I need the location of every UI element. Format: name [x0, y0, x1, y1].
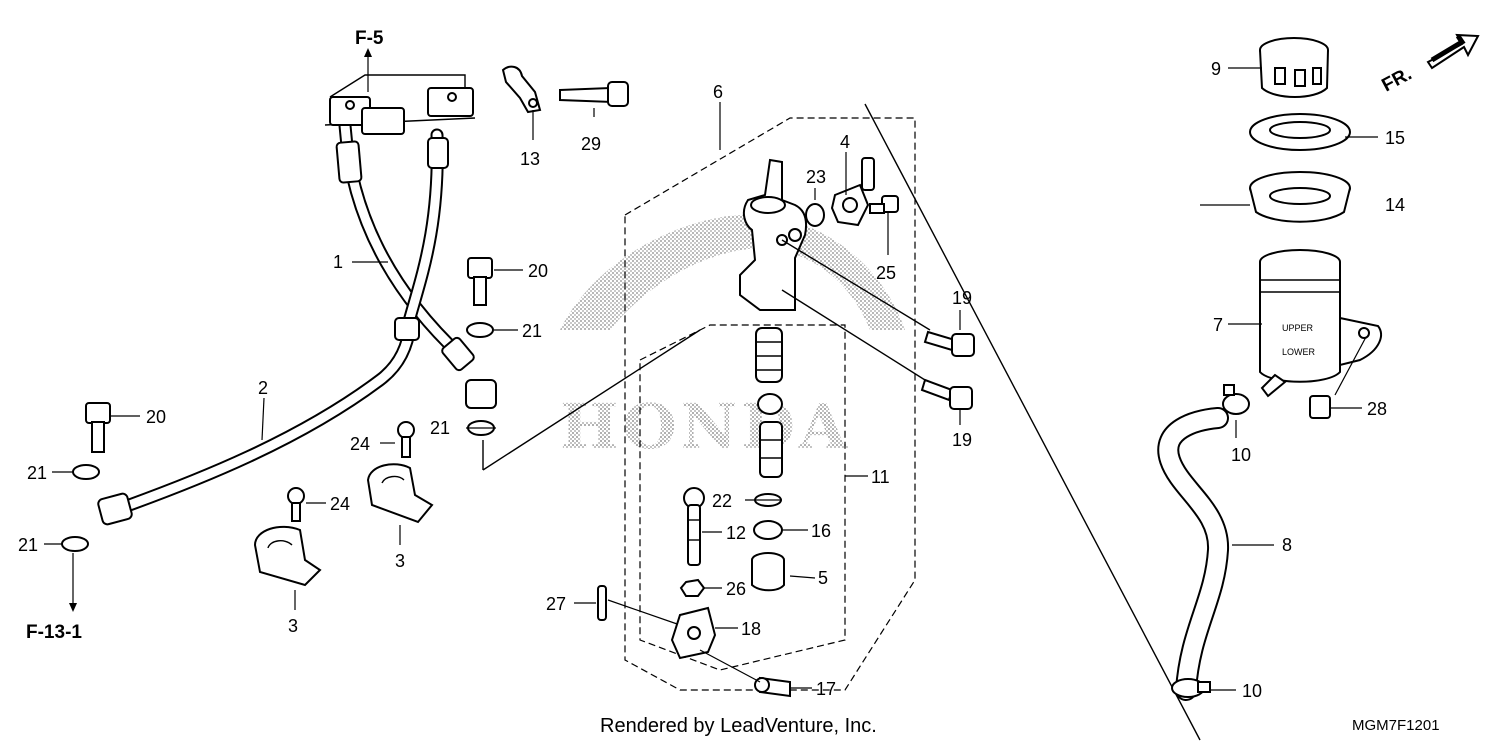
callout-11: 11: [871, 467, 890, 487]
reservoir-upper-mark: UPPER: [1282, 323, 1314, 333]
reservoir-lower-mark: LOWER: [1282, 347, 1316, 357]
callout-6: 6: [713, 82, 723, 102]
hose-clip-10-lower: [1171, 678, 1211, 698]
reference-bottom: F-13-1: [26, 622, 82, 643]
plate-15: [1249, 113, 1351, 151]
joint-18: [670, 606, 717, 660]
callout-19-upper: 19: [952, 288, 972, 308]
callout-14: 14: [1385, 195, 1405, 215]
callout-labels: 1 2 3 3 4 5 6 7 8 9 10 10 11 12 13 14 15…: [18, 59, 1405, 701]
nut-26: [679, 578, 706, 597]
cup: [757, 393, 783, 415]
master-cylinder-body: [739, 158, 808, 311]
brake-hose-1: [335, 118, 475, 372]
bolt-line-2: [781, 289, 926, 381]
bolt-19-lower: [920, 378, 973, 410]
callout-3-right: 3: [395, 551, 405, 571]
callout-21-d: 21: [18, 535, 38, 555]
reservoir-7: UPPER LOWER: [1259, 249, 1382, 398]
collar-5: [751, 552, 785, 592]
hose-clip-10-upper: [1222, 384, 1250, 415]
callout-17: 17: [816, 679, 836, 699]
hose-joint-line: [482, 329, 701, 471]
callout-21-a: 21: [522, 321, 542, 341]
callout-15: 15: [1385, 128, 1405, 148]
front-direction-label: FR.: [1378, 64, 1415, 97]
cotter-pin-27: [597, 585, 607, 621]
callout-18: 18: [741, 619, 761, 639]
reservoir-hose-8: [1157, 407, 1229, 701]
reference-top: F-5: [355, 28, 384, 49]
guide-bracket-13: [501, 65, 542, 114]
reservoir-cap-9: [1259, 37, 1329, 98]
callout-10-lower: 10: [1242, 681, 1262, 701]
callout-5: 5: [818, 568, 828, 588]
bolt-29: [559, 81, 629, 107]
master-cylinder-frame: [624, 117, 916, 691]
callout-10-upper: 10: [1231, 445, 1251, 465]
clamp-3-left: [253, 525, 322, 587]
spring: [755, 327, 783, 383]
watermark-text: HONDA: [560, 390, 851, 463]
callout-9: 9: [1211, 59, 1221, 79]
hose-joints: [324, 48, 476, 135]
callout-29: 29: [581, 134, 601, 154]
callout-12: 12: [726, 523, 746, 543]
callout-2: 2: [258, 378, 268, 398]
brake-hose-2: [97, 317, 420, 526]
callout-24-upper: 24: [350, 434, 370, 454]
push-rod-12: [683, 487, 705, 566]
callout-24-lower: 24: [330, 494, 350, 514]
washer-21-c: [72, 464, 100, 480]
diagram-code: MGM7F1201: [1352, 717, 1440, 734]
frame-to-cap-line: [864, 103, 1201, 741]
bolt-19-upper: [923, 330, 975, 357]
callout-1: 1: [333, 252, 343, 272]
callout-20-upper: 20: [528, 261, 548, 281]
callout-8: 8: [1282, 535, 1292, 555]
piston-kit-frame: [639, 324, 846, 671]
callout-19-lower: 19: [952, 430, 972, 450]
callout-28: 28: [1367, 399, 1387, 419]
callout-16: 16: [811, 521, 831, 541]
callout-22: 22: [712, 491, 732, 511]
credit-text: Rendered by LeadVenture, Inc.: [600, 715, 877, 737]
callout-21-b: 21: [430, 418, 450, 438]
bolt-20-lower: [85, 402, 111, 453]
front-direction-arrow: FR.: [1378, 33, 1480, 97]
callout-4: 4: [840, 132, 850, 152]
callout-23: 23: [806, 167, 826, 187]
bolt-20-upper: [467, 257, 493, 306]
pin-17: [754, 676, 791, 698]
callout-25: 25: [876, 263, 896, 283]
clamp-3-right: [366, 463, 434, 524]
diaphragm-14: [1249, 171, 1351, 223]
honda-watermark: HONDA: [560, 214, 905, 463]
washer-21-d: [61, 536, 89, 552]
callout-3-left: 3: [288, 616, 298, 636]
bolt-25: [869, 195, 899, 214]
o-ring-23: [805, 203, 825, 227]
bolt-line-1: [781, 239, 931, 331]
callout-27: 27: [546, 594, 566, 614]
callout-7: 7: [1213, 315, 1223, 335]
washer-21-a: [466, 322, 494, 338]
screw-24-a: [287, 487, 305, 522]
leader-lines: [44, 67, 1378, 691]
screw-24-b: [397, 421, 415, 458]
callout-26: 26: [726, 579, 746, 599]
hose-sleeve: [465, 379, 497, 409]
callout-20-lower: 20: [146, 407, 166, 427]
callout-13: 13: [520, 149, 540, 169]
joint-4: [830, 157, 875, 227]
boot-16: [753, 520, 783, 540]
callout-21-c: 21: [27, 463, 47, 483]
bolt-28: [1309, 395, 1331, 419]
piston: [759, 421, 783, 478]
